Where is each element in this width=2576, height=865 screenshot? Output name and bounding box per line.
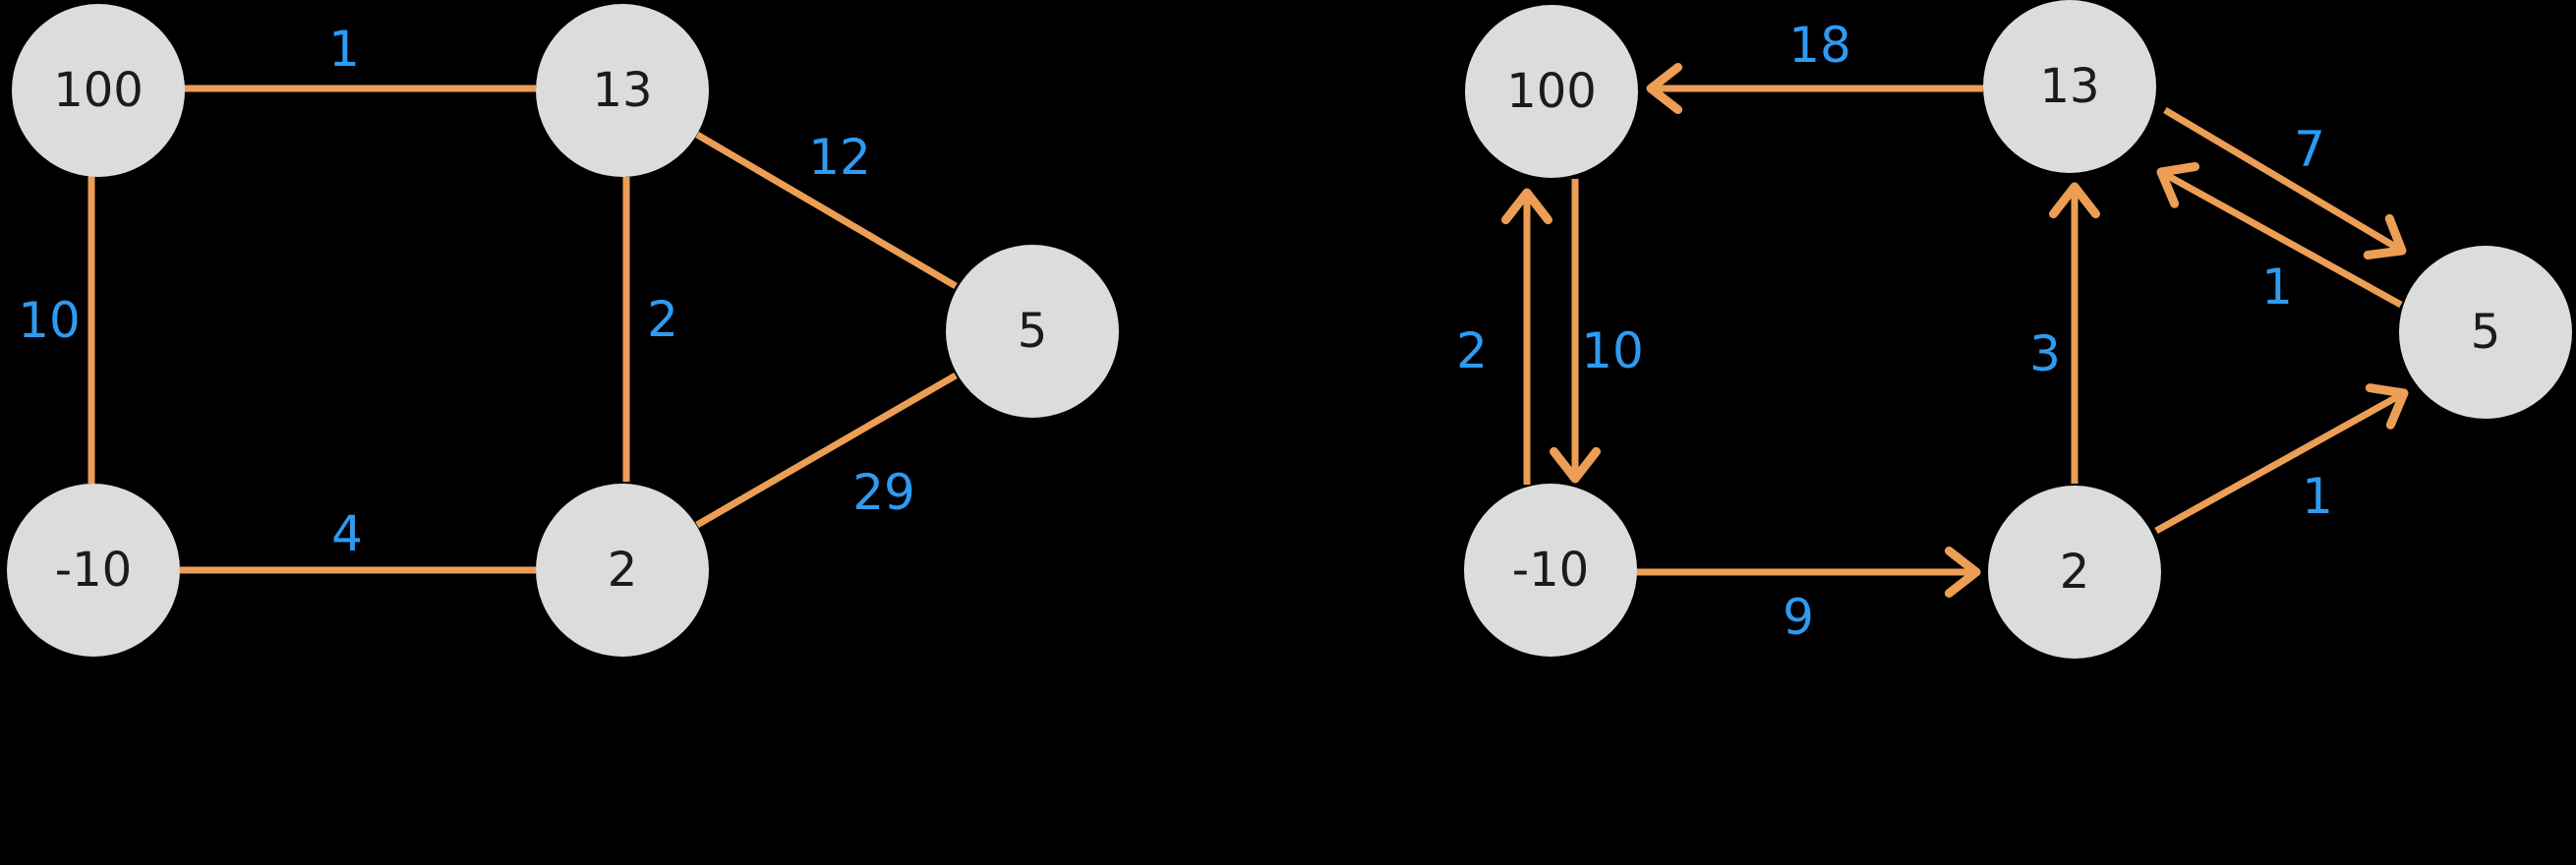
node-value-label: 100 — [53, 63, 144, 118]
edge-line — [695, 372, 958, 529]
node-100: 100 — [12, 4, 185, 177]
edge-weight-label: 4 — [331, 505, 363, 562]
node-100: 100 — [1465, 5, 1638, 178]
node-value-label: 5 — [1018, 304, 1048, 359]
edge-weight-label: 1 — [2261, 259, 2293, 316]
node-value-label: 100 — [1506, 64, 1597, 119]
edge-13-5: 12 — [695, 129, 958, 290]
edge-weight-label: 18 — [1788, 17, 1851, 74]
arrowhead-icon — [1646, 63, 1683, 114]
undirected-graph: 1 10 2 12 4 29 100 13 5 -10 2 — [7, 4, 1119, 657]
node-13: 13 — [1983, 0, 2156, 173]
edge-13-2: 2 — [622, 177, 678, 482]
edge-weight-label: 1 — [328, 21, 360, 78]
node-2: 2 — [1988, 486, 2161, 659]
node-value-label: 5 — [2471, 305, 2501, 360]
arrowhead-icon — [2156, 162, 2200, 208]
node-value-label: -10 — [1512, 543, 1589, 598]
edge-2-5: 29 — [695, 372, 958, 529]
node-circle — [2399, 246, 2572, 419]
node-value-label: 2 — [608, 543, 638, 598]
edge-13-to-5: 7 — [2163, 106, 2407, 260]
edge-weight-label: 2 — [1456, 322, 1488, 379]
node-2: 2 — [536, 484, 709, 657]
edge-line — [2163, 106, 2404, 255]
edge-weight-label: 7 — [2294, 121, 2325, 178]
node-value-label: 13 — [2039, 59, 2099, 114]
edge-weight-label: 12 — [808, 129, 871, 186]
node-circle — [536, 484, 709, 657]
arrowhead-icon — [1501, 188, 1552, 225]
edge-2-to-13: 3 — [2029, 182, 2100, 484]
edge-2-to-5: 1 — [2154, 383, 2409, 535]
node-value-label: 2 — [2060, 545, 2090, 600]
edge-line — [2159, 168, 2403, 309]
edge-weight-label: 3 — [2029, 325, 2061, 382]
edge-line — [2154, 389, 2406, 535]
node-value-label: 13 — [592, 63, 652, 118]
arrowhead-icon — [2365, 383, 2409, 430]
edge--10-2: 4 — [180, 505, 536, 574]
edge-weight-label: 29 — [852, 464, 915, 521]
edge-5-to-13: 1 — [2156, 162, 2403, 316]
edge-weight-label: 1 — [2302, 468, 2333, 525]
edge--10-to-100: 2 — [1456, 188, 1552, 485]
node-circle — [7, 484, 180, 657]
arrowhead-icon — [2049, 182, 2100, 219]
node-13: 13 — [536, 4, 709, 177]
node--10: -10 — [7, 484, 180, 657]
node-circle — [1464, 484, 1637, 657]
edge-line — [695, 131, 958, 290]
node-circle — [12, 4, 185, 177]
edge--10-to-2: 9 — [1635, 547, 1981, 646]
arrowhead-icon — [1944, 547, 1981, 598]
node-circle — [946, 245, 1119, 418]
node-circle — [1465, 5, 1638, 178]
edge-weight-label: 9 — [1783, 589, 1814, 646]
node-circle — [1988, 486, 2161, 659]
node-value-label: -10 — [55, 543, 132, 598]
edge-weight-label: 2 — [647, 291, 678, 348]
edge-100--10: 10 — [18, 174, 95, 484]
arrowhead-icon — [2363, 213, 2407, 260]
edge-weight-label: 10 — [1581, 322, 1644, 379]
node-5: 5 — [2399, 246, 2572, 419]
edge-13-to-100: 18 — [1646, 17, 1983, 114]
edge-100-13: 1 — [182, 21, 536, 92]
edge-weight-label: 10 — [18, 292, 81, 349]
node-circle — [536, 4, 709, 177]
edge-100-to--10: 10 — [1550, 179, 1644, 484]
arrowhead-icon — [1550, 446, 1601, 484]
node--10: -10 — [1464, 484, 1637, 657]
node-circle — [1983, 0, 2156, 173]
node-5: 5 — [946, 245, 1119, 418]
